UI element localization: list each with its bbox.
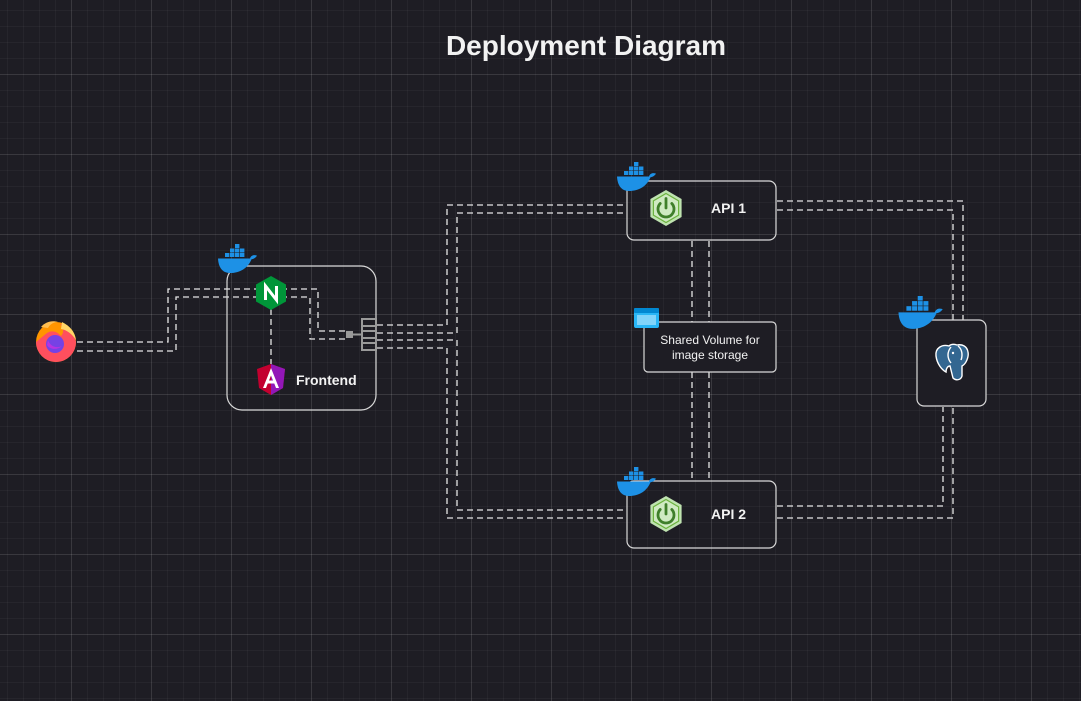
connector-browser-nginx-a bbox=[77, 288, 263, 343]
docker-icon-api2 bbox=[617, 467, 656, 496]
docker-icon-api1 bbox=[617, 162, 656, 191]
postgresql-icon bbox=[935, 343, 969, 381]
connector-nginx-lb-a bbox=[281, 288, 347, 332]
shared-volume-label-line2: image storage bbox=[671, 348, 749, 362]
shared-volume-node bbox=[643, 321, 777, 373]
api1-label: API 1 bbox=[711, 200, 747, 216]
spring-icon-api1 bbox=[649, 188, 683, 228]
connector-nginx-lb-b bbox=[281, 296, 347, 340]
docker-icon-frontend bbox=[218, 244, 257, 273]
frontend-node bbox=[226, 265, 377, 411]
connector-lb-api2-b bbox=[377, 347, 626, 519]
nginx-icon bbox=[256, 276, 286, 310]
spring-icon-api2 bbox=[649, 494, 683, 534]
connector-api2-db-b bbox=[777, 407, 954, 519]
load-balancer-icon bbox=[346, 318, 377, 351]
api2-node bbox=[626, 480, 777, 549]
connector-api1-db-a bbox=[777, 200, 964, 320]
connector-lb-api2-a bbox=[377, 339, 626, 511]
angular-icon bbox=[257, 364, 285, 395]
shared-volume-label: Shared Volume for image storage bbox=[645, 333, 775, 363]
frontend-label: Frontend bbox=[296, 372, 357, 388]
shared-volume-label-line1: Shared Volume for bbox=[660, 333, 760, 347]
connector-lb-api1-a bbox=[377, 204, 626, 326]
connector-lb-api1-b bbox=[377, 212, 626, 334]
connector-api2-db-a bbox=[777, 407, 944, 507]
connector-api1-db-b bbox=[777, 209, 954, 320]
diagram-title: Deployment Diagram bbox=[445, 30, 727, 61]
firefox-icon bbox=[36, 321, 76, 362]
folder-icon bbox=[634, 308, 659, 328]
connector-browser-nginx-b bbox=[77, 296, 263, 352]
api2-label: API 2 bbox=[711, 506, 747, 522]
api1-node bbox=[626, 180, 777, 241]
